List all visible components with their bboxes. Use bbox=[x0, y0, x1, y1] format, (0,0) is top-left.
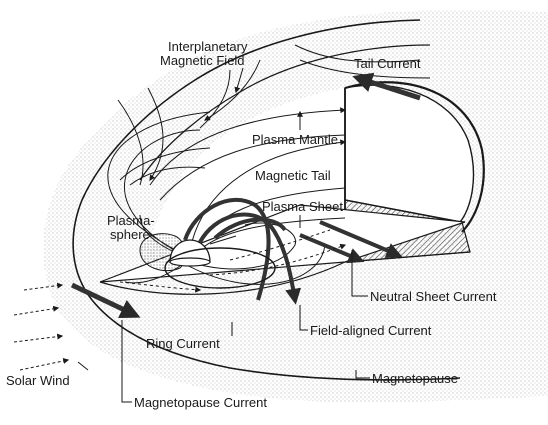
equatorial-plane-edge bbox=[344, 251, 471, 263]
interplanetary-field-label-line1: Interplanetary bbox=[168, 39, 248, 54]
magnetopause-current-arrow bbox=[70, 282, 141, 319]
plane-flow-dashes bbox=[119, 229, 347, 293]
neutral-sheet-current-arrows bbox=[299, 220, 403, 264]
interplanetary-field-lines bbox=[117, 44, 431, 186]
magnetic-tail-label: Magnetic Tail bbox=[255, 168, 331, 183]
plasma-mantle-label: Plasma Mantle bbox=[252, 132, 338, 147]
plasmasphere-label-line1: Plasma- bbox=[107, 213, 155, 228]
magnetopause-boundary bbox=[72, 19, 461, 381]
field-aligned-current-label: Field-aligned Current bbox=[310, 323, 432, 338]
ring-current-loop bbox=[164, 247, 276, 289]
tail-current-arrow bbox=[352, 72, 421, 101]
tail-current-label: Tail Current bbox=[354, 56, 421, 71]
magnetopause-label: Magnetopause bbox=[372, 371, 458, 386]
field-aligned-current-arcs bbox=[183, 198, 302, 305]
earth-equator bbox=[169, 257, 211, 267]
interplanetary-field-label-line2: Magnetic Field bbox=[160, 53, 245, 68]
equatorial-plane-front bbox=[99, 261, 346, 295]
magnetopause-current-label: Magnetopause Current bbox=[134, 395, 267, 410]
solar-wind-arrows bbox=[13, 282, 70, 371]
tail-lobe-rim bbox=[344, 81, 485, 233]
leader-lines bbox=[77, 67, 370, 403]
inner-mantle-boundary bbox=[139, 44, 431, 181]
plasmasphere-label-line2: sphere bbox=[110, 227, 150, 242]
plasma-sheet-label: Plasma Sheet bbox=[262, 199, 343, 214]
neutral-sheet-current-label: Neutral Sheet Current bbox=[370, 289, 497, 304]
ring-current-label: Ring Current bbox=[146, 336, 220, 351]
solar-wind-label: Solar Wind bbox=[6, 373, 70, 388]
